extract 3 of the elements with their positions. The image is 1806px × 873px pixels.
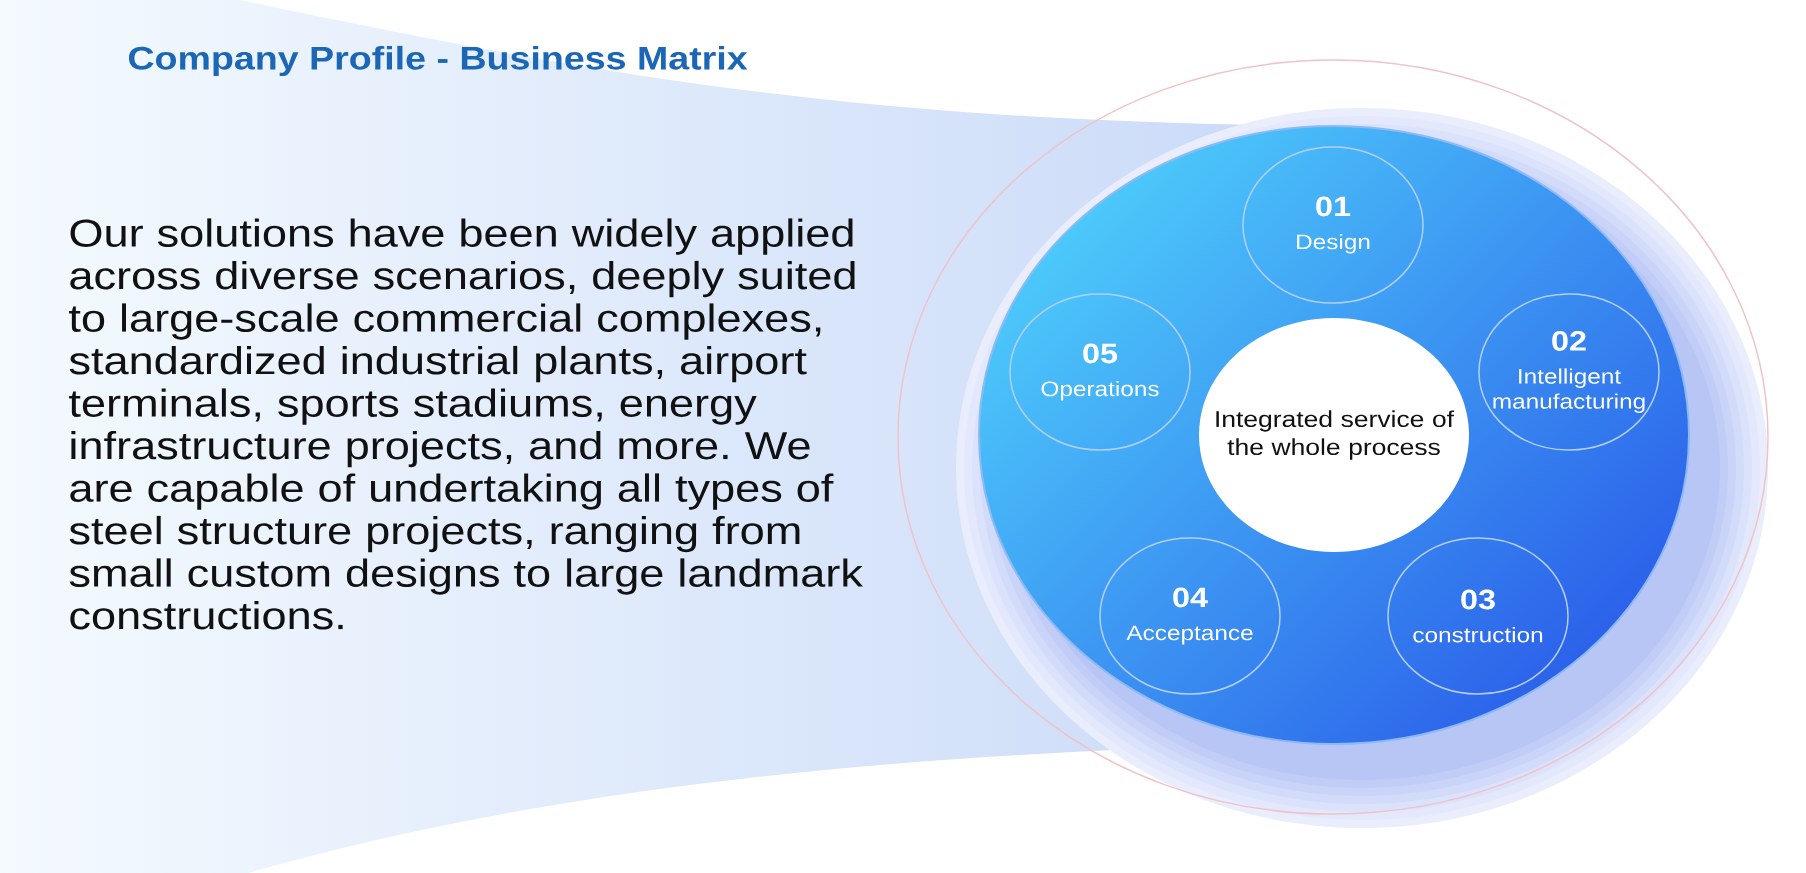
- paragraph: Our solutions have been widely applied across diverse scenarios, deeply suited to large-scale commercial complexes, standardized industrial plants, airport terminals, sports stadiums, energy infrastructure projects, and more. We are capable of undertaking all types of steel structure projects, ranging from small custom designs to large landmark constructions.: [69, 218, 863, 630]
- circle: [978, 125, 1690, 745]
- title: Company Profile - Business Matrix: [128, 45, 748, 77]
